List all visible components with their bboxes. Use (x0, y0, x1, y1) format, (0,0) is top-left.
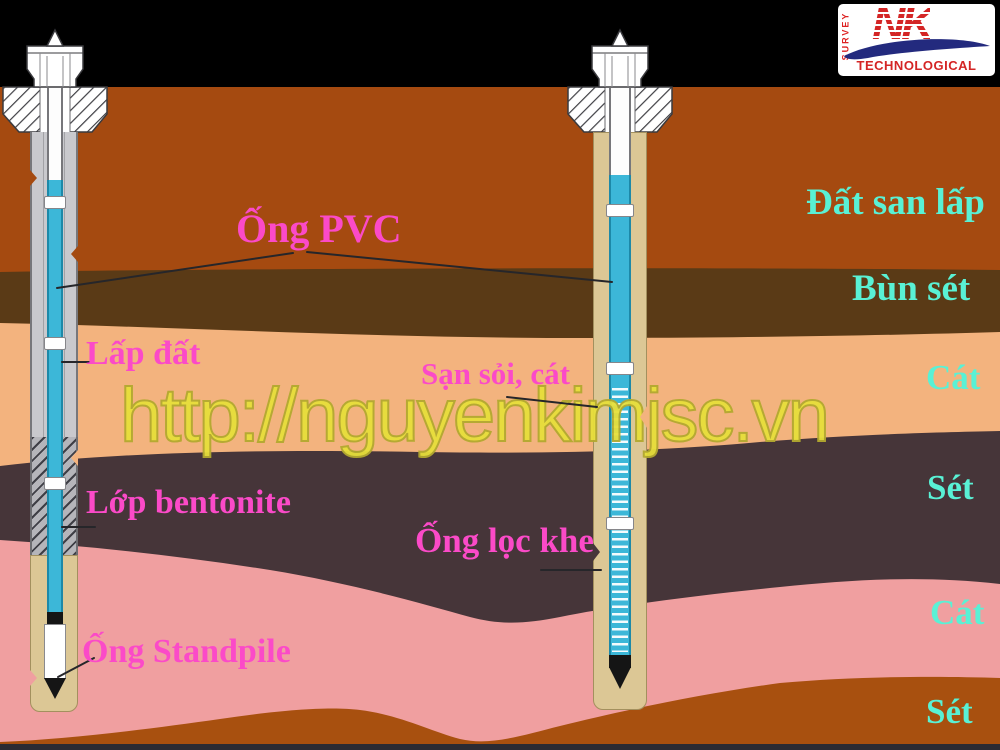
label-dat-san-lap: Đất san lấp (806, 182, 985, 223)
left-pipe-coupling (44, 477, 66, 490)
right-pipe-end-band (609, 655, 631, 668)
left-casing-inner-line (64, 132, 65, 437)
left-standpipe-point (44, 678, 66, 699)
right-pvc-pipe (609, 175, 631, 385)
right-pvc-pipe-upper (609, 88, 631, 175)
label-lap-dat: Lấp đất (86, 335, 201, 372)
label-ong-standpile: Ống Standpile (82, 633, 291, 670)
left-pipe-coupling (44, 196, 66, 209)
left-casing-inner-line (43, 132, 44, 437)
leader-ong-pvc-right (306, 251, 613, 283)
left-pipe-coupling (44, 337, 66, 350)
right-standpipe-point (609, 667, 631, 689)
label-set-bottom: Sét (926, 692, 973, 731)
left-pipe-end-band (47, 612, 63, 625)
left-pvc-pipe-upper (47, 88, 63, 180)
label-cat-upper: Cát (926, 358, 981, 397)
right-pipe-coupling (606, 517, 634, 530)
label-ong-loc-khe: Ống lọc khe (415, 521, 594, 560)
bottom-strip (0, 744, 1000, 750)
logo-nk-text: NK (872, 4, 934, 50)
label-san-soi-cat: Sạn sỏi, cát (421, 356, 570, 391)
leader-ong-pvc-left (56, 252, 294, 289)
leader-ong-standpile (57, 657, 95, 678)
logo-technological-text: TECHNOLOGICAL (856, 58, 977, 73)
label-ong-pvc: Ống PVC (236, 206, 402, 251)
logo-swoosh (844, 39, 990, 60)
company-logo: SURVEY NK TECHNOLOGICAL (838, 4, 995, 76)
right-pipe-coupling (606, 204, 634, 217)
label-set-mid: Sét (927, 468, 974, 507)
label-bun-set: Bùn sét (852, 268, 971, 309)
right-pipe-coupling (606, 362, 634, 375)
label-lop-bentonite: Lớp bentonite (86, 484, 291, 521)
label-cat-lower: Cát (930, 593, 985, 632)
leader-san-soi-cat (506, 396, 598, 408)
casing-notches (30, 170, 647, 686)
watermark-url: http://nguyenkimjsc.vn (119, 372, 831, 459)
layer-clay-bottom (0, 676, 1000, 750)
